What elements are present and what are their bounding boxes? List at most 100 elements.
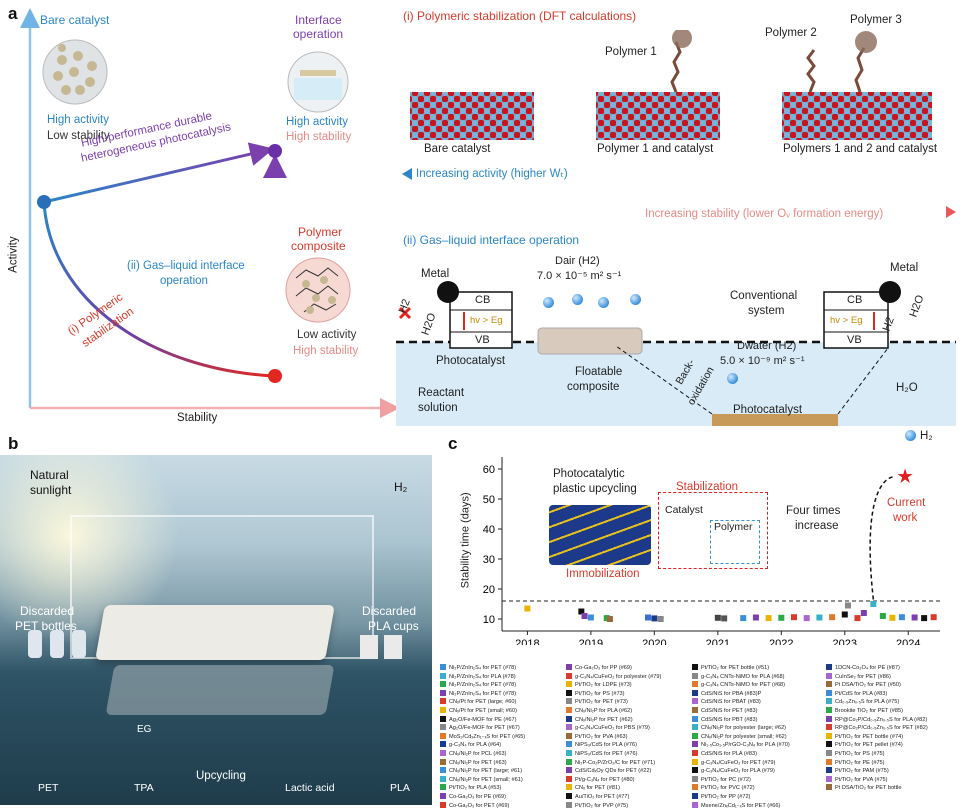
interface-point [268,144,282,158]
pla-cups-label-1: Discarded [362,605,416,619]
hv-left: hv > Eg [470,316,502,327]
composite-reflection [106,665,335,715]
legend-entry: Pt/TiO₂ for PE (#75) [826,759,928,768]
data-point [524,606,530,612]
floatable-label-2: composite [567,381,619,394]
bare-activity: High activity [47,114,109,127]
legend-label: NiPS₃/CdS for PET (#76) [575,751,637,757]
data-point [889,615,895,621]
data-point [931,614,937,620]
legend-label: Mxene/ZnₓCd₁₋ₓS for PET (#66) [701,803,780,809]
polymer3-chain [856,48,864,92]
legend-label: CuInSe₂ for PET (#86) [835,674,891,680]
legend-swatch [826,664,832,670]
legend-entry: Co-Ga₂O₃ for PP (#69) [566,664,661,673]
legend-swatch [826,716,832,722]
legend-swatch [440,724,446,730]
legend-swatch [566,707,572,713]
data-point [721,615,727,621]
panel-b-letter: b [8,434,18,454]
slab-polymer12 [782,92,932,140]
floating-composite [95,605,335,660]
interface-stability: High stability [286,131,351,144]
legend-swatch [826,698,832,704]
legend-swatch [692,776,698,782]
slab-polymer1 [596,92,720,140]
activity-arrow-label: Increasing activity (higher Wₜ) [416,168,568,181]
dwater-value: 5.0 × 10⁻⁹ m² s⁻¹ [720,355,805,368]
legend-label: RP@Co₂P/Cd₀.₅Zn₀.₅S for PLA (#82) [835,717,927,723]
increase-arrow [870,477,895,600]
legend-entry: Pt/TiO₂ for PVP (#75) [566,802,661,810]
legend-swatch [826,750,832,756]
legend-entry: CNₓ/Ni₂P for PET (#62) [566,716,661,725]
vb-left: VB [475,334,490,347]
data-point [766,615,772,621]
legend-entry: CdS/NiS for PBT (#83) [692,716,790,725]
legend-swatch [440,681,446,687]
dair-value: 7.0 × 10⁻⁵ m² s⁻¹ [537,270,621,283]
data-point [588,615,594,621]
legend-entry: CNₓ/Ni₂P for PET (small; #61) [440,776,525,785]
legend-column-2: Co-Ga₂O₃ for PP (#69)g-C₃N₄/CuFeO₂ for p… [566,664,661,810]
composite-point [268,369,282,383]
metal-left-label: Metal [421,268,449,281]
cb-right: CB [847,294,862,307]
bare-catalyst-icon [43,40,107,104]
legend-swatch [440,733,446,739]
legend-label: Pt/CdS for PLA (#83) [835,691,887,697]
legend-label: g-C₃N₄ CNTs-NiMO for PLA (#68) [701,674,785,680]
x-tick-label: 2021 [706,638,730,645]
legend-label: Ni₁.₅Co₁.₅P/rGO-C₃N₄ for PLA (#70) [701,742,790,748]
cup-icons [360,635,410,661]
legend-swatch [566,698,572,704]
x-tick-label: 2022 [769,638,793,645]
legend-label: CNₓ/Pt for PET (large; #60) [449,699,516,705]
legend-entry: CNₓ/Ni₂P for PCL (#63) [440,750,525,759]
legend-swatch [692,750,698,756]
legend-entry: Pt/TiO₂ for PET (#73) [566,698,661,707]
legend-swatch [566,673,572,679]
legend-label: Pt/TiO₂ for PE (#75) [835,760,885,766]
current-work-star [898,469,913,484]
upcycling-label: Upcycling [196,770,246,783]
legend-label: Brookite TiO₂ for PET (#85) [835,708,903,714]
legend-label: CdS/NiS for PET (#83) [701,708,757,714]
legend-label: Ni₂P/ZnIn₂S₄ for PLA (#78) [449,674,516,680]
interface-icon [288,52,348,112]
composite-icon [286,258,350,322]
inset-photo [549,505,651,565]
legend-entry: 1DCN-Co₃O₄ for PE (#87) [826,664,928,673]
left-metal [437,281,459,303]
h2-bubble [598,297,609,308]
legend-entry: CNₓ/Ni₂P for PET (#63) [440,759,525,768]
legend-label: Pt/TiO₂ for PET (#73) [575,699,628,705]
current-work-label-2: work [893,512,917,525]
gl-heading: (ii) Gas–liquid interface operation [403,234,579,248]
legend-label: Co-Ga₂O₃ for PE (#69) [449,794,506,800]
legend-label: Pt/TiO₂ for PP (#72) [701,794,750,800]
legend-entry: Pt DSA/TiO₂ for PET bottle [826,784,928,793]
composite-title-1: Polymer [298,226,342,240]
legend-column-3: Pt/TiO₂ for PET bottle (#51)g-C₃N₄ CNTs-… [692,664,790,810]
dft-caption-polymer12: Polymers 1 and 2 and catalyst [783,143,937,156]
interface-title-2: operation [293,28,343,42]
inset-title-1: Photocatalytic [553,468,625,481]
data-point [816,615,822,621]
legend-swatch [826,741,832,747]
eg-label: EG [137,724,151,736]
legend-swatch [566,690,572,696]
legend-swatch [692,741,698,747]
pla-cups-label-2: PLA cups [368,620,419,634]
polymer2-label: Polymer 2 [765,27,817,40]
dft-heading: (i) Polymeric stabilization (DFT calcula… [403,10,636,24]
legend-label: Pt/TiO₂ for PVA (#75) [835,777,888,783]
legend-label: CNₓ/Ni₂P for PLA (#62) [575,708,632,714]
legend-swatch [566,759,572,765]
legend-entry: Ni₂P/ZnIn₂S₄ for PET (#78) [440,690,525,699]
legend-entry: Pt/TiO₂ for PET bottle (#51) [692,664,790,673]
legend-entry: CNₓ/Pt for PET (small; #60) [440,707,525,716]
legend-entry: CdS/NiS for PBAT (#83) [692,698,790,707]
legend-swatch [440,793,446,799]
legend-swatch [566,681,572,687]
